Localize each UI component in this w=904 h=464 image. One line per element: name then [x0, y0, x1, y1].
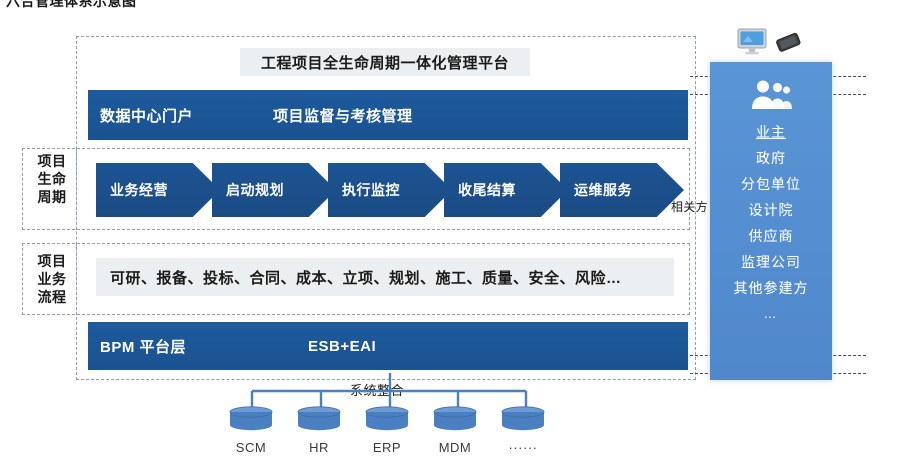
system-node-label: MDM: [438, 440, 472, 455]
stage-chevron-2[interactable]: 启动规划: [212, 163, 336, 217]
system-node-erp[interactable]: ERP: [351, 406, 423, 455]
project-supervision-label: 项目监督与考核管理: [273, 107, 413, 125]
stakeholder-item-government[interactable]: 政府: [756, 150, 786, 166]
stage-label-1: 业务经营: [110, 182, 168, 198]
system-node-more[interactable]: ······: [487, 406, 559, 455]
stage-label-2: 启动规划: [226, 182, 284, 198]
esb-eai-label: ESB+EAI: [308, 337, 377, 355]
business-process-row-label: 项目 业务 流程: [30, 252, 74, 306]
stage-label-5: 运维服务: [574, 182, 632, 198]
monitor-icon: [737, 28, 767, 61]
business-process-items: 可研、报备、投标、合同、成本、立项、规划、施工、质量、安全、风险…: [110, 269, 622, 287]
stage-chevron-4[interactable]: 收尾结算: [444, 163, 568, 217]
stakeholder-item-owner[interactable]: 业主: [756, 124, 786, 140]
database-icon: [361, 406, 413, 436]
stakeholder-item-more: …: [763, 306, 779, 321]
data-center-portal-label: 数据中心门户: [100, 107, 194, 125]
business-process-row-frame: [22, 243, 690, 315]
platform-title: 工程项目全生命周期一体化管理平台: [240, 48, 530, 76]
system-node-scm[interactable]: SCM: [215, 406, 287, 455]
systems-node-row: SCM HR ERP MDM: [215, 406, 575, 462]
lifecycle-label-line-1: 项目: [37, 153, 67, 169]
stage-label-3: 执行监控: [342, 182, 400, 198]
lifecycle-label-divider: [76, 148, 77, 230]
lifecycle-stages: 业务经营 启动规划 执行监控 收尾结算 运维服务: [96, 163, 684, 217]
database-icon: [225, 406, 277, 436]
stage-chevron-5[interactable]: 运维服务: [560, 163, 684, 217]
stakeholder-side-label: 相关方: [671, 200, 708, 214]
process-label-line-3: 流程: [37, 289, 67, 305]
system-node-hr[interactable]: HR: [283, 406, 355, 455]
stage-label-4: 收尾结算: [458, 182, 516, 198]
stakeholder-panel: 业主 政府 分包单位 设计院 供应商 监理公司 其他参建方 …: [710, 62, 832, 380]
bpm-platform-label: BPM 平台层: [100, 338, 187, 356]
system-node-label: ERP: [372, 440, 402, 455]
system-node-label: ······: [508, 440, 538, 455]
process-label-line-2: 业务: [37, 271, 67, 287]
system-node-mdm[interactable]: MDM: [419, 406, 491, 455]
stakeholder-list: 业主 政府 分包单位 设计院 供应商 监理公司 其他参建方 …: [710, 119, 832, 327]
systems-connector-lines: [200, 373, 580, 414]
stakeholder-item-supplier[interactable]: 供应商: [748, 228, 794, 244]
portal-band: 数据中心门户 项目监督与考核管理: [88, 90, 688, 140]
device-icons: [735, 28, 825, 62]
process-label-line-1: 项目: [37, 253, 67, 269]
lifecycle-row-frame: [22, 148, 690, 230]
system-node-label: SCM: [235, 440, 267, 455]
database-icon: [429, 406, 481, 436]
stakeholder-item-design-institute[interactable]: 设计院: [748, 202, 794, 218]
system-node-label: HR: [309, 440, 329, 455]
stakeholder-item-subcontractor[interactable]: 分包单位: [741, 176, 801, 192]
lifecycle-label-line-2: 生命: [37, 171, 67, 187]
stakeholder-item-other-participants[interactable]: 其他参建方: [733, 280, 809, 296]
business-process-label-divider: [76, 243, 77, 315]
stakeholder-item-supervision-company[interactable]: 监理公司: [741, 254, 801, 270]
database-icon: [293, 406, 345, 436]
phone-icon: [773, 30, 806, 63]
stage-chevron-3[interactable]: 执行监控: [328, 163, 452, 217]
database-icon: [497, 406, 549, 436]
bpm-platform-band: BPM 平台层 ESB+EAI: [88, 322, 688, 370]
business-process-strip: 可研、报备、投标、合同、成本、立项、规划、施工、质量、安全、风险…: [96, 258, 674, 296]
stage-chevron-1[interactable]: 业务经营: [96, 163, 220, 217]
lifecycle-label-line-3: 周期: [37, 189, 67, 205]
people-group-icon: [748, 78, 794, 117]
lifecycle-row-label: 项目 生命 周期: [30, 152, 74, 206]
page-caption: 六合管理体系示意图: [6, 0, 137, 9]
